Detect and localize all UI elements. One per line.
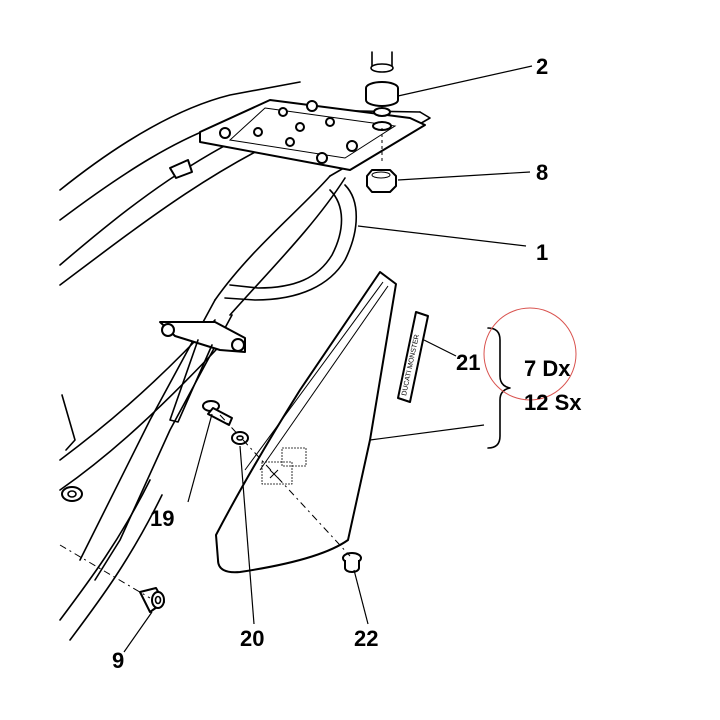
- highlight-circle: [483, 307, 577, 401]
- side-panel: [215, 271, 397, 574]
- decal-part-21: DUCATI MONSTER: [397, 311, 429, 403]
- mounting-plate: [199, 99, 426, 171]
- grommet-part-22: [342, 552, 362, 573]
- callout-9: 9: [112, 648, 124, 673]
- spacer-part-9: [139, 587, 165, 613]
- grouping-braces: [487, 327, 511, 449]
- callout-1: 1: [536, 240, 548, 265]
- leader-lines: [123, 65, 533, 653]
- nut-part-8: [366, 169, 397, 193]
- bolt-part-19: [202, 400, 233, 426]
- grommet-part-2: [365, 51, 399, 162]
- callout-12-sx: 12 Sx: [524, 390, 582, 415]
- callout-7-dx: 7 Dx: [524, 356, 571, 381]
- callout-21: 21: [456, 350, 480, 375]
- rear-subframe: [59, 81, 431, 641]
- panel-logo-mark: [261, 447, 307, 485]
- callout-22: 22: [354, 626, 378, 651]
- callout-19: 19: [150, 506, 174, 531]
- callout-20: 20: [240, 626, 264, 651]
- callout-8: 8: [536, 160, 548, 185]
- callout-2: 2: [536, 54, 548, 79]
